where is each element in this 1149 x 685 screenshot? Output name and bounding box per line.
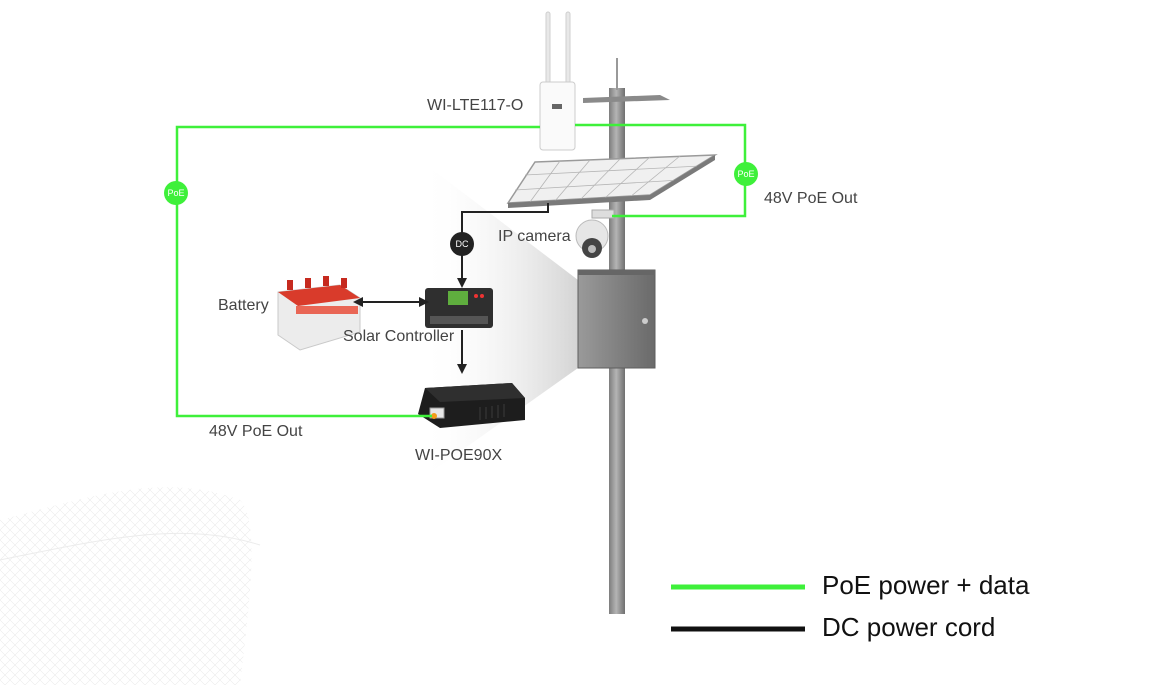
ip-camera-label: IP camera — [498, 228, 571, 245]
dc-arrow-down-controller — [457, 278, 467, 288]
dc-arrow-down-poe — [457, 364, 467, 374]
dc-arrow-right-controller — [419, 297, 429, 307]
cabinet-icon — [577, 269, 656, 369]
ip-camera-icon — [575, 209, 615, 258]
dc-arrow-left-battery — [353, 297, 363, 307]
poe-line-left — [175, 125, 540, 418]
legend-dc-label: DC power cord — [822, 612, 996, 642]
background-mesh — [0, 487, 261, 685]
router-icon — [539, 11, 576, 151]
svg-text:DC: DC — [456, 239, 469, 249]
poe-out-right-label: 48V PoE Out — [764, 190, 858, 207]
svg-text:PoE: PoE — [167, 188, 184, 198]
poe-badge-right: PoE — [734, 162, 758, 186]
legend-poe-label: PoE power + data — [822, 570, 1030, 600]
poe-injector-label: WI-POE90X — [415, 447, 503, 464]
poe-injector-icon — [418, 383, 525, 428]
poe-out-left-label: 48V PoE Out — [209, 423, 303, 440]
router-label: WI-LTE117-O — [427, 97, 524, 114]
battery-label: Battery — [218, 297, 269, 314]
dc-badge: DC — [450, 232, 474, 256]
solar-panel-icon — [506, 154, 718, 208]
solar-controller-icon — [425, 288, 493, 328]
battery-icon — [277, 276, 361, 351]
solar-controller-label: Solar Controller — [343, 328, 455, 345]
svg-text:PoE: PoE — [737, 169, 754, 179]
poe-badge-left: PoE — [164, 181, 188, 205]
